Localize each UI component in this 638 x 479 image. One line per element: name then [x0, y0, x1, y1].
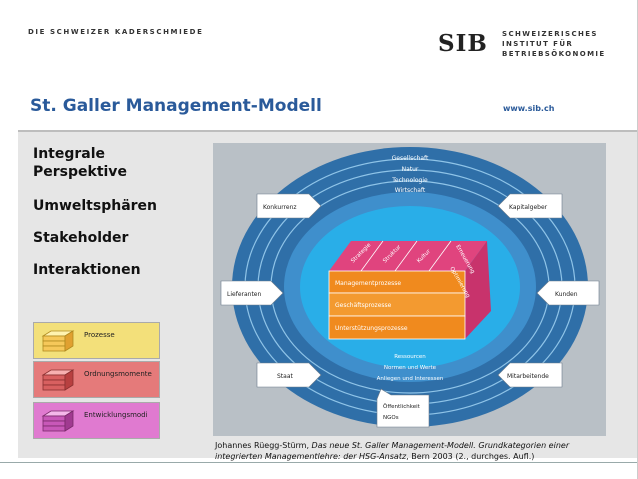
entwicklungsmodi-stack-icon: [41, 410, 75, 432]
structures-top-face: [329, 241, 487, 271]
tagline: DIE SCHWEIZER KADERSCHMIEDE: [28, 28, 204, 36]
sphere-label: Natur: [402, 166, 419, 173]
institute-line-2: INSTITUT FÜR: [502, 40, 574, 48]
citation-publication: , Bern 2003 (2., durchges. Aufl.): [406, 452, 535, 461]
stakeholder-mitarbeitende: Mitarbeitende: [497, 362, 563, 388]
stakeholder-kapitalgeber: Kapitalgeber: [497, 193, 563, 219]
stakeholder-label: NGOs: [383, 415, 399, 421]
stakeholder-label: Staat: [277, 373, 294, 380]
institute-line-1: SCHWEIZERISCHES: [502, 30, 598, 38]
sib-logo: SIB: [438, 30, 488, 57]
sphere-label: Technologie: [391, 177, 428, 184]
interaction-label: Ressourcen: [394, 354, 426, 360]
interaction-label: Anliegen und Interessen: [377, 376, 444, 382]
process-label: Geschäftsprozesse: [335, 302, 392, 309]
sphere-label: Wirtschaft: [395, 187, 426, 194]
stakeholder-label: Kunden: [555, 291, 578, 298]
stakeholder-label: Öffentlichkeit: [383, 403, 421, 410]
keyword-umweltsphaeren: Umweltsphären: [33, 198, 158, 214]
prozesse-stack-icon: [41, 330, 75, 352]
institute-name: SCHWEIZERISCHES INSTITUT FÜR BETRIEBSÖKO…: [502, 29, 606, 59]
website-url: www.sib.ch: [503, 104, 555, 113]
process-cube: Managementprozesse Geschäftsprozesse Unt…: [328, 240, 491, 340]
process-row: [328, 315, 466, 340]
keyword-integrale: Integrale: [33, 146, 106, 162]
stakeholder-label: Kapitalgeber: [509, 204, 548, 211]
keyword-perspektive: Perspektive: [33, 164, 127, 180]
stakeholder-oeffentlichkeit: Öffentlichkeit NGOs: [376, 388, 430, 428]
legend-prozesse: Prozesse: [33, 322, 160, 359]
citation-author: Johannes Rüegg-Stürm,: [215, 441, 312, 450]
interaction-label: Normen und Werte: [384, 365, 437, 371]
stakeholder-label: Konkurrenz: [263, 204, 297, 211]
process-label: Managementprozesse: [335, 280, 401, 287]
legend-label: Prozesse: [84, 331, 115, 339]
st-galler-model-diagram: Gesellschaft Natur Technologie Wirtschaf…: [213, 143, 606, 436]
keyword-stakeholder: Stakeholder: [33, 230, 129, 246]
development-side-face: [465, 241, 491, 339]
citation-book: Das neue St. Galler Management-Modell. G…: [215, 441, 570, 461]
keyword-interaktionen: Interaktionen: [33, 262, 141, 278]
citation: Johannes Rüegg-Stürm, Das neue St. Galle…: [215, 440, 615, 462]
stakeholder-label: Mitarbeitende: [507, 373, 549, 380]
legend-ordnungsmomente: Ordnungsmomente: [33, 361, 160, 398]
legend-entwicklungsmodi: Entwicklungsmodi: [33, 402, 160, 439]
institute-line-3: BETRIEBSÖKONOMIE: [502, 50, 606, 58]
stakeholder-kunden: Kunden: [536, 280, 600, 306]
process-label: Unterstützungsprozesse: [335, 325, 408, 332]
legend-label: Ordnungsmomente: [84, 370, 152, 378]
sphere-label: Gesellschaft: [392, 155, 429, 162]
stakeholder-konkurrenz: Konkurrenz: [256, 193, 322, 219]
stakeholder-label: Lieferanten: [227, 291, 261, 298]
stakeholder-staat: Staat: [256, 362, 322, 388]
footer-divider: [0, 462, 638, 463]
legend-label: Entwicklungsmodi: [84, 411, 148, 419]
stakeholder-lieferanten: Lieferanten: [220, 280, 284, 306]
slide-title: St. Galler Management-Modell: [30, 96, 322, 116]
ordnungsmomente-stack-icon: [41, 369, 75, 391]
